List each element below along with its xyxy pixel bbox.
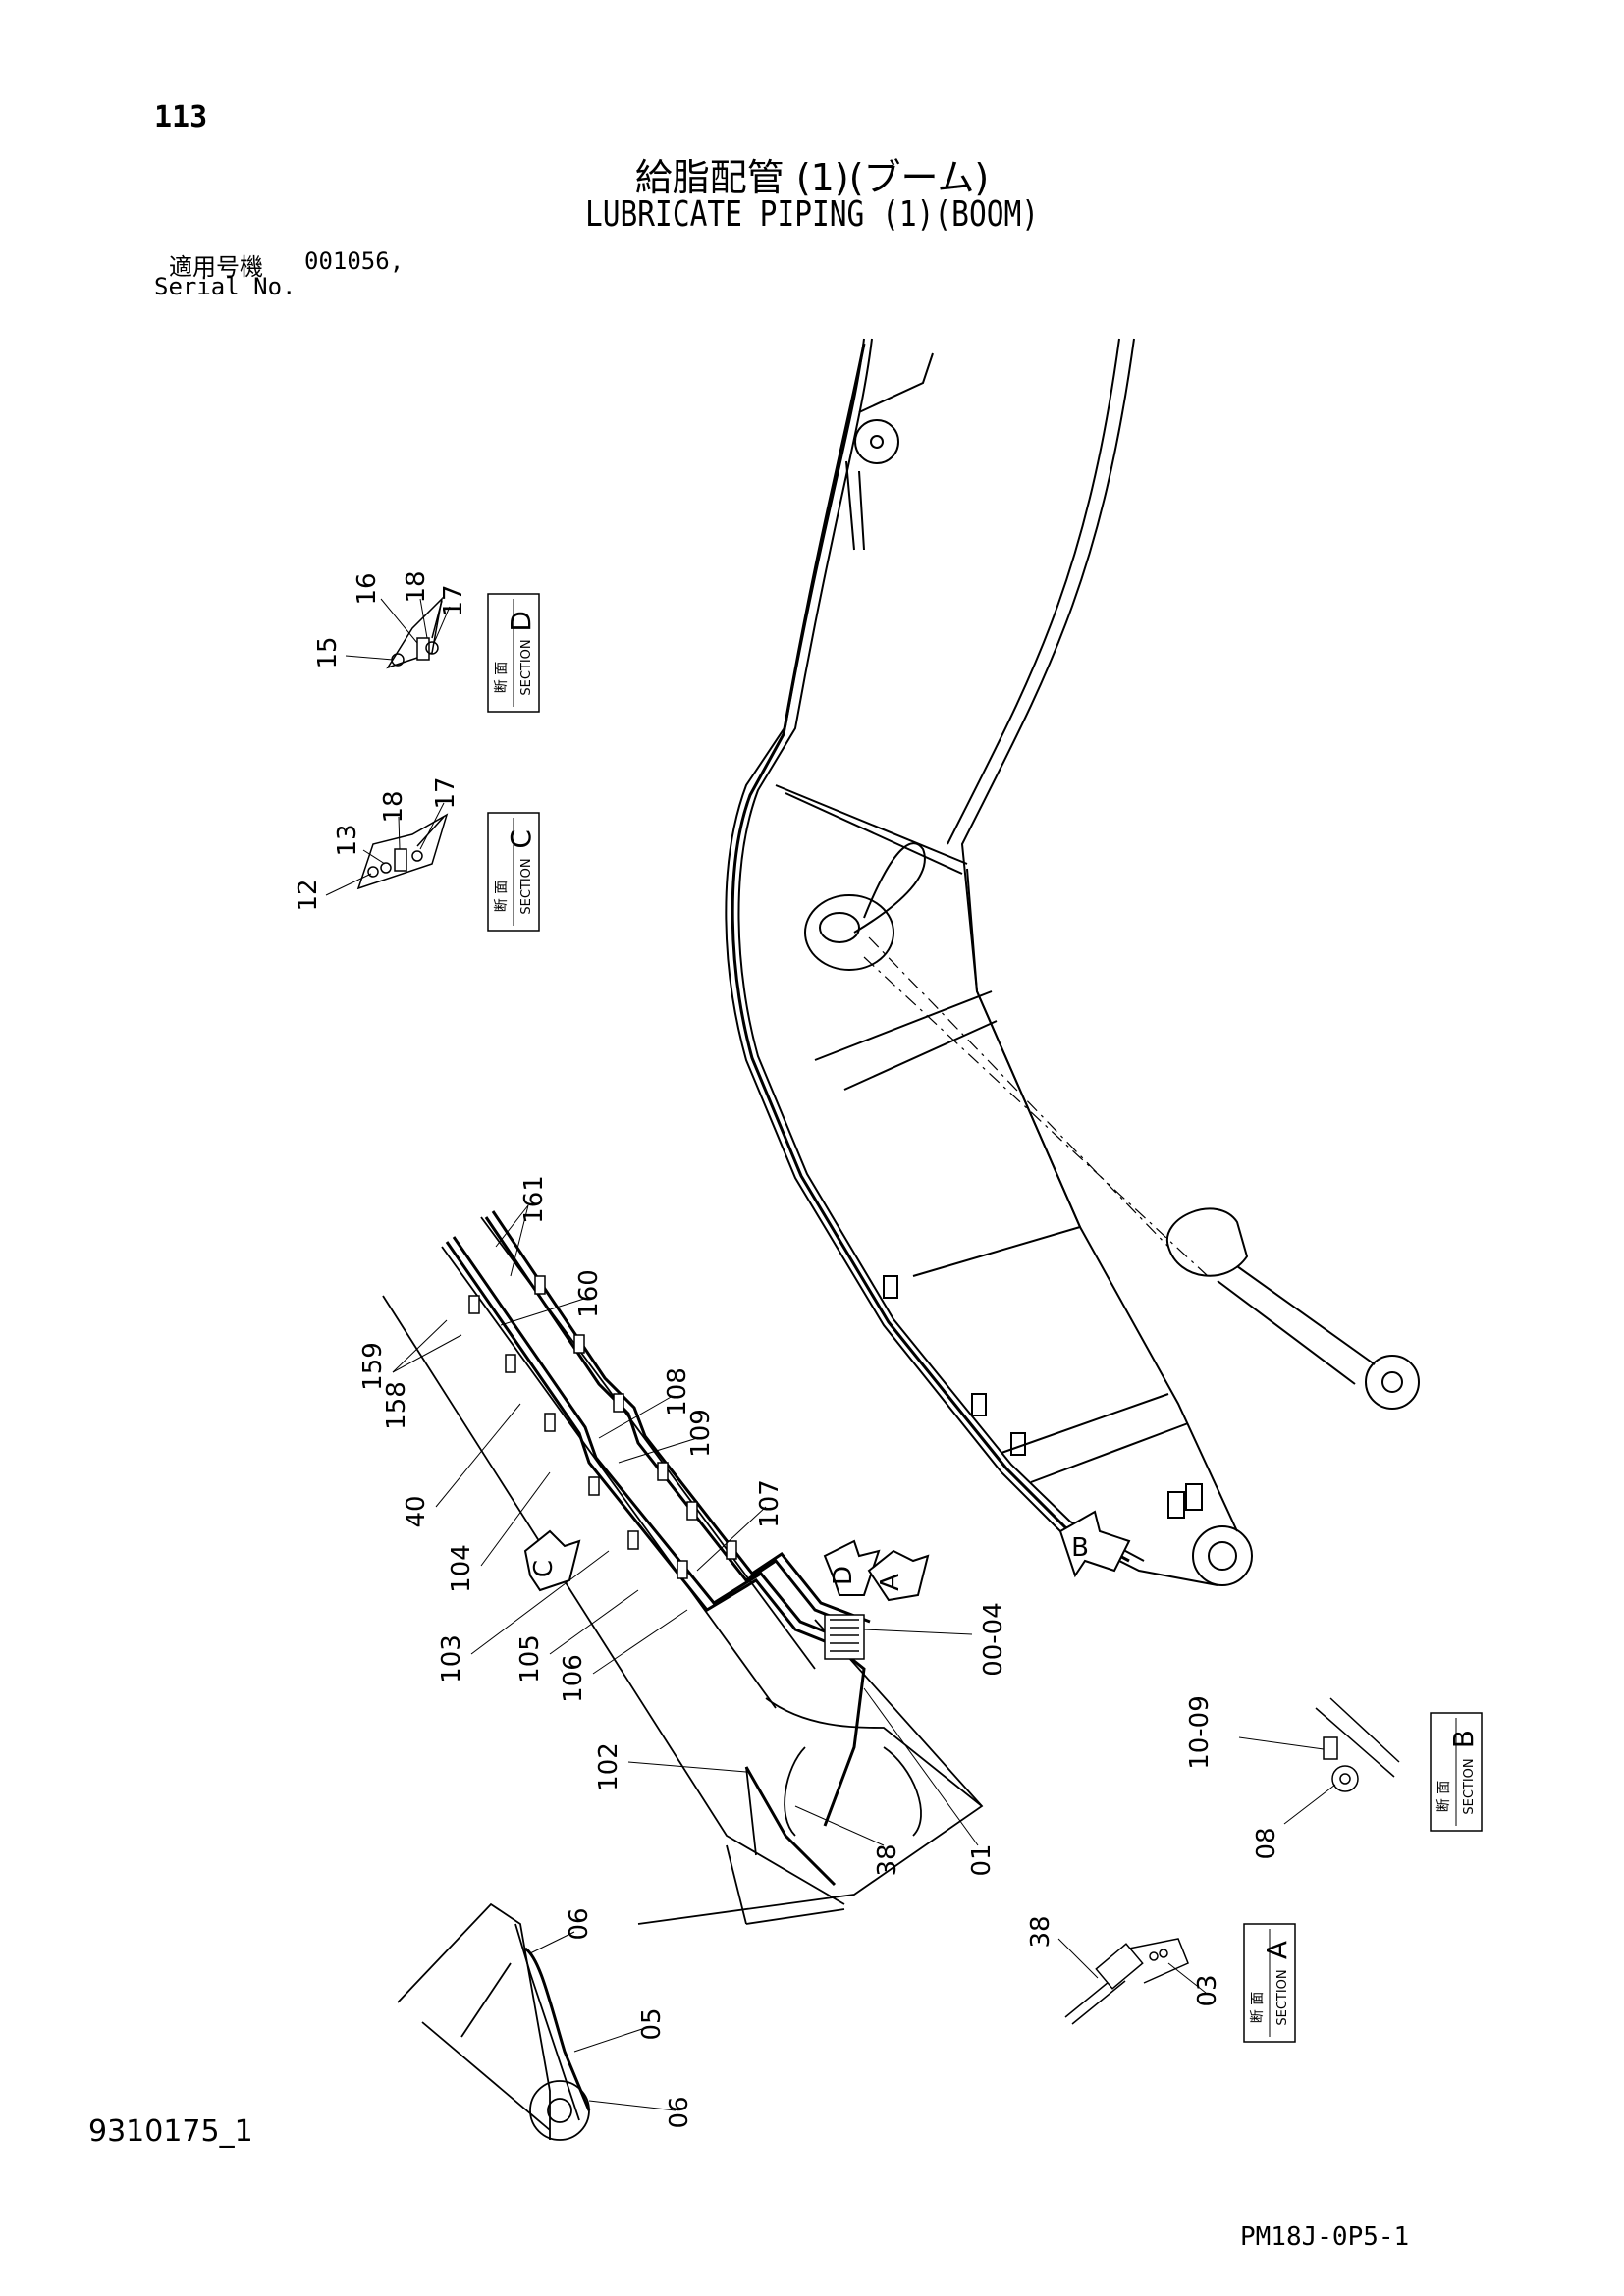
callout-107: 107 <box>755 1479 785 1528</box>
callout-10-09: 10-09 <box>1185 1695 1215 1770</box>
callout-158: 158 <box>382 1381 411 1430</box>
callout-08: 08 <box>1252 1827 1281 1859</box>
section-a-letter: A <box>1261 1941 1293 1959</box>
section-b-letter: B <box>1447 1730 1480 1748</box>
boom-foot-callouts: 06 05 06 <box>565 1907 694 2128</box>
callout-17-d: 17 <box>439 584 468 616</box>
detail-callouts: 161 160 159 158 108 109 40 107 104 103 1… <box>358 1175 1008 1876</box>
section-c-letter: C <box>505 829 537 849</box>
grease-fitting-block <box>824 1614 865 1660</box>
callout-00-04: 00-04 <box>979 1602 1008 1677</box>
section-a-label-box: A 断 面 SECTION <box>1243 1923 1296 2043</box>
callout-01: 01 <box>967 1843 997 1876</box>
callout-161: 161 <box>519 1175 549 1224</box>
callout-17-c: 17 <box>431 776 460 809</box>
section-b-view: B 断 面 SECTION 10-09 08 <box>1185 1695 1483 1860</box>
section-d-callouts: 15 16 18 17 <box>313 570 468 668</box>
lube-line-boom <box>731 343 1130 1563</box>
view-arrow-c: C <box>523 1529 581 1592</box>
boom-main-structure <box>725 338 1420 1586</box>
section-c-callouts: 12 13 18 17 <box>294 776 460 911</box>
section-d-word: SECTION <box>519 639 534 695</box>
serial-label-english: Serial No. <box>154 273 297 300</box>
page-number: 113 <box>154 100 208 134</box>
view-arrow-a-label: A <box>876 1574 905 1591</box>
callout-40: 40 <box>402 1495 431 1527</box>
title-english: LUBRICATE PIPING (1)(BOOM) <box>584 194 1040 235</box>
section-d-jp: 断 面 <box>494 662 510 693</box>
callout-106: 106 <box>559 1654 588 1703</box>
section-c-word: SECTION <box>519 858 534 914</box>
callout-108: 108 <box>663 1367 692 1416</box>
section-a-jp: 断 面 <box>1250 1992 1266 2023</box>
serial-label-japanese: 適用号機 <box>169 253 263 281</box>
section-d-label-box: D 断 面 SECTION <box>487 593 540 713</box>
callout-103: 103 <box>437 1634 466 1683</box>
view-arrow-d: D <box>823 1539 881 1596</box>
view-arrow-d-label: D <box>829 1566 858 1585</box>
callout-15: 15 <box>313 636 343 668</box>
callout-38-a: 38 <box>1026 1915 1056 1948</box>
callout-06-top: 06 <box>565 1907 594 1940</box>
view-arrow-b: B <box>1058 1510 1131 1578</box>
section-a-word: SECTION <box>1275 1969 1290 2025</box>
callout-06-bottom: 06 <box>665 2096 694 2128</box>
section-a-callouts: 38 03 <box>1026 1915 1222 2006</box>
view-arrow-c-label: C <box>529 1560 559 1577</box>
callout-03: 03 <box>1193 1974 1222 2006</box>
view-arrow-a: A <box>867 1549 930 1602</box>
callout-102: 102 <box>594 1742 623 1791</box>
lube-pipes-detail <box>445 1210 871 1887</box>
callout-160: 160 <box>574 1269 604 1318</box>
callout-38-main: 38 <box>873 1843 902 1876</box>
section-b-jp: 断 面 <box>1436 1781 1452 1812</box>
drawing-number: 9310175_1 <box>88 2114 253 2149</box>
boom-foot-detail: 06 05 06 <box>397 1902 694 2141</box>
section-b-label-box: B 断 面 SECTION <box>1430 1712 1483 1832</box>
section-d-view: D 断 面 SECTION 15 16 18 17 <box>313 570 540 713</box>
pipe-clamps-detail <box>468 1275 737 1579</box>
section-a-view: A 断 面 SECTION 38 03 <box>1026 1915 1296 2043</box>
page-code: PM18J-0P5-1 <box>1240 2222 1410 2252</box>
callout-18-c: 18 <box>379 790 408 823</box>
title-japanese: 給脂配管 (1)(ブーム) <box>634 156 990 199</box>
callout-105: 105 <box>515 1634 545 1683</box>
detail-leader-lines <box>392 1204 979 1846</box>
callout-16: 16 <box>352 572 382 605</box>
callout-13: 13 <box>333 824 362 856</box>
callout-159: 159 <box>358 1342 388 1391</box>
callout-109: 109 <box>686 1409 716 1458</box>
callout-104: 104 <box>447 1544 476 1593</box>
section-c-jp: 断 面 <box>494 881 510 912</box>
section-b-callouts: 10-09 08 <box>1185 1695 1281 1859</box>
callout-05: 05 <box>637 2007 667 2040</box>
serial-value: 001056, <box>304 247 405 275</box>
view-arrow-b-label: B <box>1071 1533 1089 1563</box>
section-c-label-box: C 断 面 SECTION <box>487 812 540 932</box>
callout-12: 12 <box>294 879 323 911</box>
section-d-letter: D <box>505 611 537 632</box>
callout-18-d: 18 <box>402 570 431 603</box>
section-c-view: C 断 面 SECTION 12 13 18 17 <box>294 776 540 932</box>
section-b-word: SECTION <box>1462 1758 1477 1814</box>
